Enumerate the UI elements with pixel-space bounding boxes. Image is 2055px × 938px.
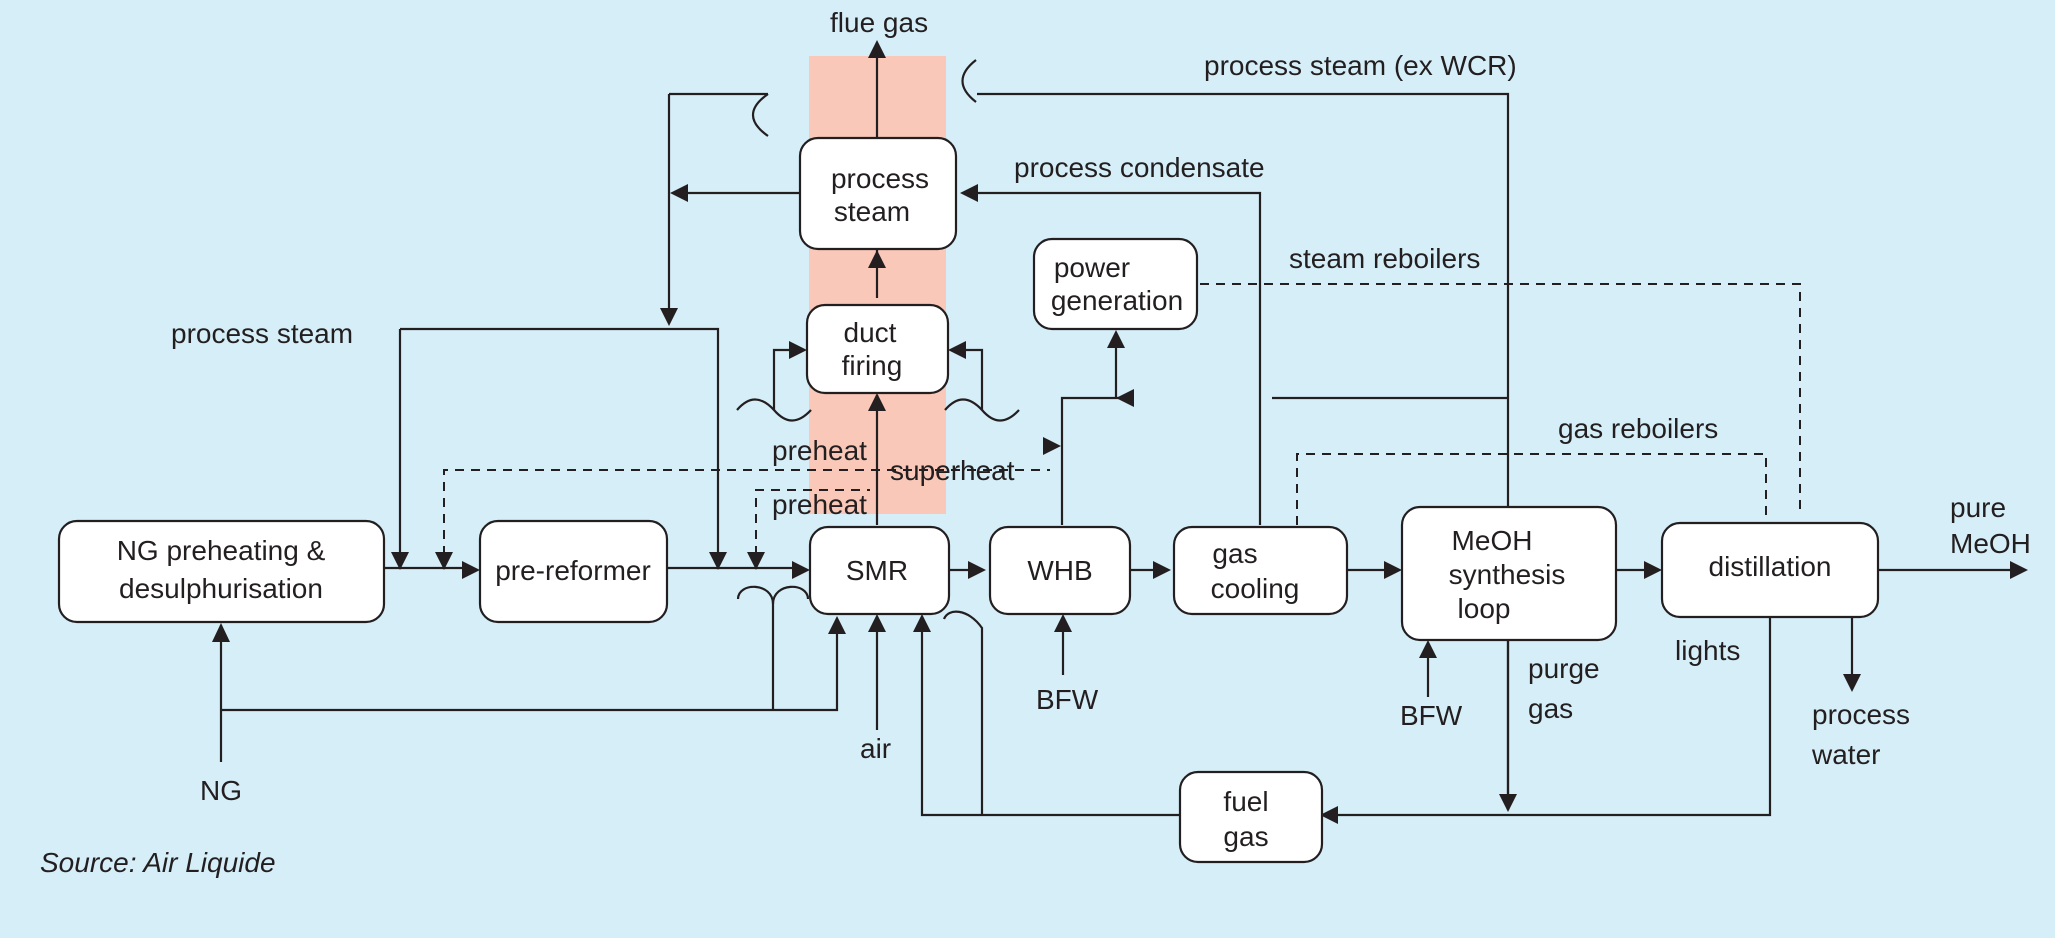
steam-ex-wcr-tilde bbox=[961, 59, 977, 103]
fuel-branch-line bbox=[942, 610, 984, 815]
label-ng: NG bbox=[200, 775, 242, 806]
label-meoh: MeOH bbox=[1950, 528, 2031, 559]
svg-text:cooling: cooling bbox=[1211, 573, 1300, 604]
box-ng-preheating: NG preheating & desulphurisation bbox=[57, 519, 386, 624]
steam-mix-line bbox=[400, 327, 720, 555]
svg-text:power: power bbox=[1054, 252, 1130, 283]
label-superheat: superheat bbox=[890, 455, 1015, 486]
ng-branch-tilde bbox=[771, 585, 810, 605]
label-preheat-lower: preheat bbox=[772, 489, 867, 520]
label-bfw-loop: BFW bbox=[1400, 700, 1463, 731]
box-meoh-synthesis-loop: MeOH synthesis loop bbox=[1400, 505, 1618, 642]
svg-text:process: process bbox=[831, 163, 929, 194]
preheat-lower-line bbox=[755, 489, 870, 555]
svg-text:generation: generation bbox=[1051, 285, 1183, 316]
svg-text:synthesis: synthesis bbox=[1449, 559, 1566, 590]
label-process-condensate: process condensate bbox=[1014, 152, 1265, 183]
label-flue-gas: flue gas bbox=[830, 7, 928, 38]
svg-text:loop: loop bbox=[1458, 593, 1511, 624]
svg-text:distillation: distillation bbox=[1709, 551, 1832, 582]
label-purge-gas: gas bbox=[1528, 693, 1573, 724]
duct-fuel-left-tilde bbox=[736, 398, 812, 422]
steam-header-tilde bbox=[751, 93, 769, 137]
svg-text:duct: duct bbox=[844, 317, 897, 348]
fuel-to-smr-line bbox=[920, 622, 1180, 817]
label-steam-reboilers: steam reboilers bbox=[1289, 243, 1480, 274]
svg-text:firing: firing bbox=[842, 350, 903, 381]
box-smr: SMR bbox=[808, 525, 951, 616]
box-process-steam: process steam bbox=[798, 136, 958, 251]
svg-text:fuel: fuel bbox=[1223, 786, 1268, 817]
svg-text:pre-reformer: pre-reformer bbox=[495, 555, 651, 586]
label-process-water-2: water bbox=[1811, 739, 1880, 770]
svg-text:steam: steam bbox=[834, 196, 910, 227]
duct-fuel-right-tilde bbox=[944, 398, 1020, 422]
box-gas-cooling: gas cooling bbox=[1172, 525, 1349, 616]
label-lights: lights bbox=[1675, 635, 1740, 666]
label-preheat-upper: preheat bbox=[772, 435, 867, 466]
ng-fuel-line bbox=[221, 620, 839, 712]
label-process-steam: process steam bbox=[171, 318, 353, 349]
box-distillation: distillation bbox=[1660, 521, 1880, 619]
svg-text:NG preheating &: NG preheating & bbox=[117, 535, 326, 566]
label-process-water-1: process bbox=[1812, 699, 1910, 730]
label-purge: purge bbox=[1528, 653, 1600, 684]
label-pure: pure bbox=[1950, 492, 2006, 523]
label-process-steam-ex-wcr: process steam (ex WCR) bbox=[1204, 50, 1517, 81]
label-bfw-whb: BFW bbox=[1036, 684, 1099, 715]
label-gas-reboilers: gas reboilers bbox=[1558, 413, 1718, 444]
box-pre-reformer: pre-reformer bbox=[478, 519, 669, 624]
box-power-generation: power generation bbox=[1032, 237, 1199, 331]
duct-fuel-left bbox=[772, 348, 797, 410]
svg-text:WHB: WHB bbox=[1027, 555, 1092, 586]
steam-reboilers-line bbox=[1200, 283, 1801, 516]
lights-to-fuel-line bbox=[1335, 617, 1772, 817]
svg-text:desulphurisation: desulphurisation bbox=[119, 573, 323, 604]
svg-text:SMR: SMR bbox=[846, 555, 908, 586]
label-air: air bbox=[860, 733, 891, 764]
preheat-upper-line bbox=[443, 469, 1050, 555]
ng-branch-line bbox=[736, 585, 775, 710]
box-fuel-gas: fuel gas bbox=[1178, 770, 1324, 864]
svg-text:gas: gas bbox=[1223, 821, 1268, 852]
whb-steam-line bbox=[1060, 396, 1126, 525]
gas-reboilers-line bbox=[1296, 453, 1767, 525]
source-credit: Source: Air Liquide bbox=[40, 847, 276, 878]
svg-text:gas: gas bbox=[1212, 538, 1257, 569]
box-duct-firing: duct firing bbox=[805, 303, 950, 395]
process-condensate-line bbox=[968, 191, 1262, 525]
svg-text:MeOH: MeOH bbox=[1452, 525, 1533, 556]
box-whb: WHB bbox=[988, 525, 1132, 616]
